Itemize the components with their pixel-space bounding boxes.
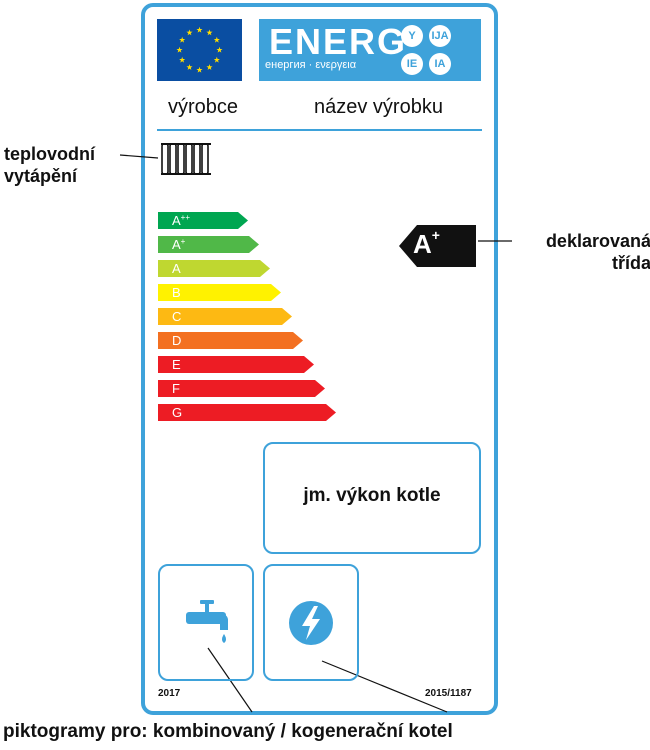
- declared-class-callout-line2: třída: [611, 253, 650, 273]
- class-arrow-c: [158, 308, 292, 325]
- declared-class-label: A+: [413, 227, 440, 260]
- eu-star: [213, 56, 220, 63]
- lang-suffix-ia: IA: [429, 53, 451, 75]
- eu-star: [213, 36, 220, 43]
- declared-class-callout-line1: deklarovaná: [545, 231, 650, 251]
- regulation-number: 2015/1187: [425, 688, 472, 699]
- electricity-icon: [289, 601, 333, 645]
- class-arrow-a: [158, 260, 270, 277]
- class-arrow-g: [158, 404, 336, 421]
- eu-star: [206, 29, 213, 36]
- lang-suffix-ie: IE: [401, 53, 423, 75]
- label-year: 2017: [158, 688, 181, 699]
- lang-suffix-ija: IJA: [429, 25, 451, 47]
- class-arrow-aplus: [158, 236, 259, 253]
- eu-flag: [157, 19, 242, 81]
- class-arrow-d: [158, 332, 303, 349]
- heating-callout: teplovodní vytápění: [4, 143, 95, 187]
- heating-callout-line1: teplovodní: [4, 144, 95, 164]
- energ-subtitle: енергия · ενεργεια: [265, 59, 357, 71]
- class-arrow-aplusplus: [158, 212, 248, 229]
- eu-star: [206, 64, 213, 70]
- radiator-icon: [161, 143, 211, 175]
- supplier-name: výrobce: [168, 96, 239, 118]
- class-arrow-label: C: [172, 309, 181, 324]
- declared-class-arrow: [399, 225, 476, 267]
- pictogram-box-cogeneration: [263, 564, 359, 681]
- eu-stars-icon: [176, 26, 223, 73]
- eu-star: [196, 26, 203, 33]
- eu-star: [176, 46, 183, 53]
- rated-output-box: jm. výkon kotle: [263, 442, 481, 554]
- class-arrow-b: [158, 284, 281, 301]
- eu-star: [179, 56, 186, 63]
- rated-output-label: jm. výkon kotle: [303, 485, 441, 506]
- eu-star: [179, 36, 186, 43]
- declared-class-callout: deklarovaná třída: [517, 230, 650, 274]
- energ-banner: ENERG енергия · ενεργεια Y IJA IE IA: [259, 19, 481, 81]
- energ-title: ENERG: [269, 21, 408, 62]
- lang-suffix-y: Y: [401, 25, 423, 47]
- class-arrow-label: A: [172, 261, 181, 276]
- class-arrow-label: B: [172, 285, 181, 300]
- class-arrow-label: F: [172, 381, 180, 396]
- eu-star: [196, 66, 203, 73]
- energy-label-frame: [141, 3, 498, 715]
- class-arrow-label: E: [172, 357, 181, 372]
- class-arrow-f: [158, 380, 325, 397]
- pictogram-box-combi: [158, 564, 254, 681]
- eu-star: [186, 29, 193, 36]
- pictograms-callout: piktogramy pro: kombinovaný / kogeneračn…: [3, 721, 453, 742]
- class-arrow-label: D: [172, 333, 181, 348]
- class-arrow-label: G: [172, 405, 182, 420]
- header-divider: [157, 129, 482, 131]
- eu-star: [186, 64, 193, 70]
- model-name: název výrobku: [314, 96, 443, 118]
- water-tap-icon: [186, 600, 228, 643]
- eu-star: [216, 46, 223, 53]
- heating-callout-line2: vytápění: [4, 166, 78, 186]
- declared-class-letter: A: [413, 229, 432, 259]
- declared-class-plus: +: [431, 227, 440, 243]
- class-arrow-e: [158, 356, 314, 373]
